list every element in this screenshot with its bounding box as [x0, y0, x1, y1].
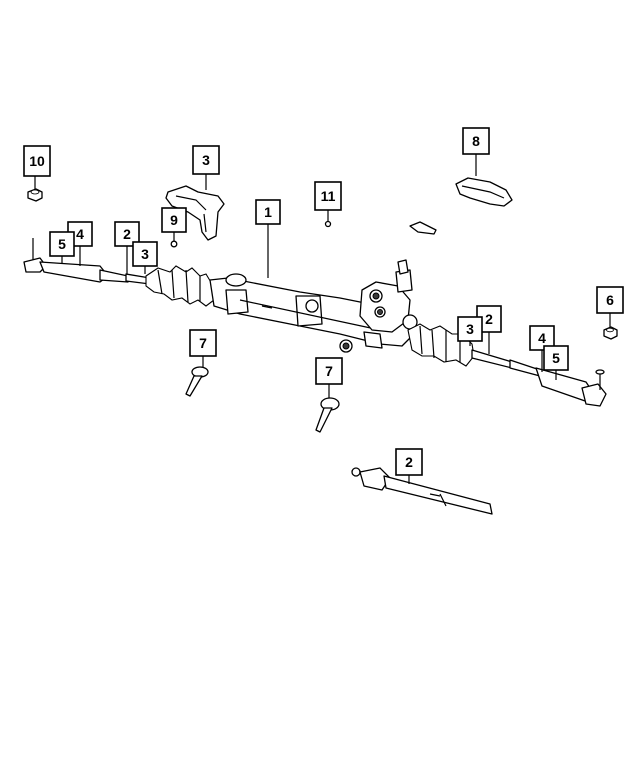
part-bolt-7-left — [185, 366, 209, 397]
svg-text:5: 5 — [58, 236, 66, 252]
part-steering-rack-1 — [209, 273, 413, 353]
svg-text:6: 6 — [606, 292, 614, 308]
callout-3-bracket: 3 — [192, 145, 220, 175]
part-heat-shield-8 — [409, 177, 513, 235]
callout-8: 8 — [462, 127, 490, 155]
svg-text:4: 4 — [538, 330, 546, 346]
svg-text:3: 3 — [141, 246, 149, 262]
part-nut-6 — [603, 326, 618, 340]
part-pinion-valve — [359, 259, 418, 349]
svg-text:2: 2 — [485, 311, 493, 327]
svg-text:7: 7 — [199, 335, 207, 351]
part-bracket-3 — [165, 185, 225, 241]
part-nut-10 — [27, 188, 43, 202]
svg-text:1: 1 — [264, 204, 272, 220]
svg-text:3: 3 — [466, 321, 474, 337]
callout-1: 1 — [255, 199, 281, 225]
part-inner-tie-rod-right — [471, 349, 513, 369]
callout-3-left: 3 — [132, 241, 158, 267]
part-inner-tie-rod-2 — [351, 467, 493, 515]
part-nut-9 — [170, 240, 178, 248]
callout-7-center: 7 — [315, 357, 343, 385]
callout-11: 11 — [314, 181, 342, 211]
svg-text:3: 3 — [202, 152, 210, 168]
part-tie-rod-end-right — [509, 359, 607, 407]
part-bolt-7-center — [315, 397, 340, 433]
callout-5-left: 5 — [49, 231, 75, 257]
part-nut-11 — [324, 220, 332, 228]
part-tie-rod-end-left — [23, 238, 129, 283]
callout-2-tie-rod: 2 — [395, 448, 423, 476]
callout-9: 9 — [161, 207, 187, 233]
svg-text:10: 10 — [29, 153, 45, 169]
callout-10: 10 — [23, 145, 51, 177]
leader-lines — [34, 154, 611, 484]
svg-text:2: 2 — [405, 454, 413, 470]
svg-text:5: 5 — [552, 350, 560, 366]
callout-5-right: 5 — [543, 345, 569, 371]
svg-text:11: 11 — [321, 188, 336, 204]
callout-6: 6 — [596, 286, 624, 314]
svg-text:8: 8 — [472, 133, 480, 149]
callout-7-left: 7 — [189, 329, 217, 357]
svg-text:7: 7 — [325, 363, 333, 379]
svg-text:2: 2 — [123, 226, 131, 242]
callout-3-right: 3 — [457, 316, 483, 342]
svg-text:4: 4 — [76, 226, 84, 242]
part-boot-left — [145, 265, 215, 307]
svg-text:9: 9 — [170, 212, 178, 228]
